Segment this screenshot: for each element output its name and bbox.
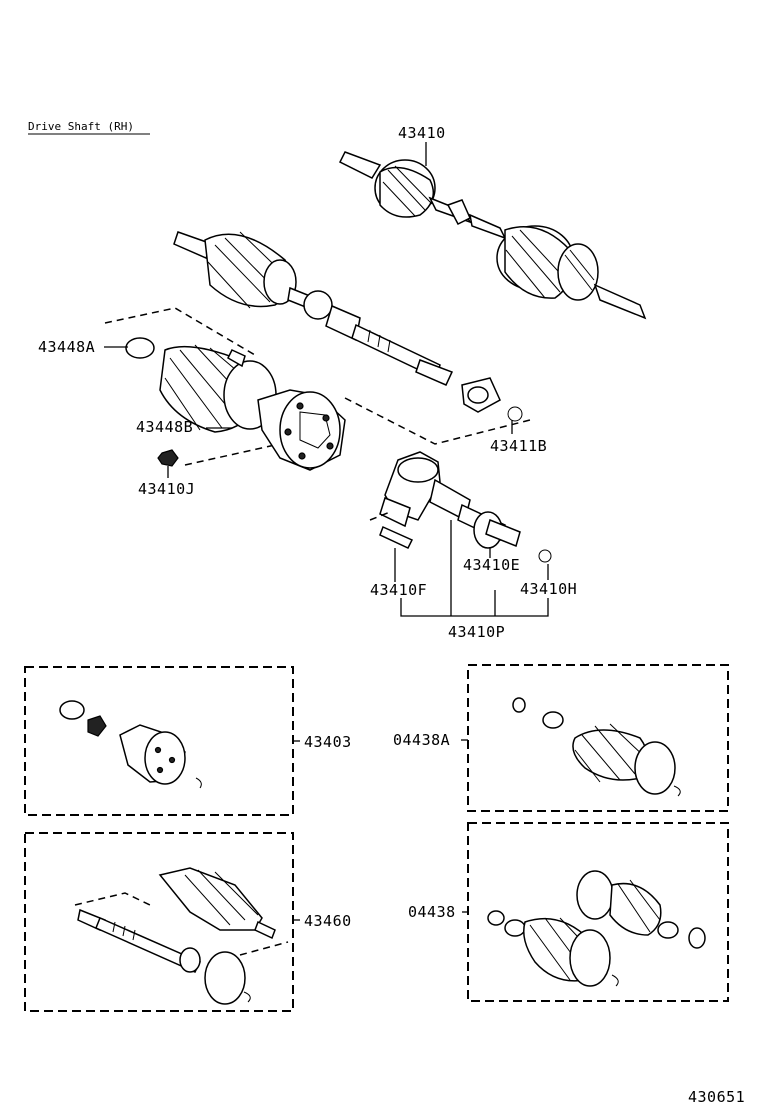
nut-43410j <box>157 449 179 478</box>
callout-43460: 43460 <box>304 912 352 930</box>
inboard-joint-43410j <box>461 377 523 422</box>
bracket-43410p <box>400 598 549 617</box>
exploded-group-bracket <box>104 307 531 445</box>
callout-43448a: 43448A <box>38 338 95 356</box>
drive-shaft-outboard-43410 <box>173 231 454 386</box>
callout-04438a: 04438A <box>393 731 450 749</box>
callout-43403: 43403 <box>304 733 352 751</box>
figure-id: 430651 <box>688 1088 745 1106</box>
kit-frame-04438a <box>467 664 729 812</box>
kit-frame-43460 <box>24 832 294 1012</box>
shaft-kit-43460 <box>74 867 289 1005</box>
callout-43410h: 43410H <box>520 580 577 598</box>
callout-04438: 04438 <box>408 903 456 921</box>
outer-joint-kit-43403 <box>59 700 202 789</box>
boot-kit-04438a <box>512 697 681 797</box>
callout-43411b: 43411B <box>490 437 547 455</box>
callout-43448b: 43448B <box>136 418 193 436</box>
callout-43410e: 43410E <box>463 556 520 574</box>
drive-shaft-assembly-43410 <box>338 142 647 320</box>
callout-43410p: 43410P <box>448 623 505 641</box>
boot-kit-04438 <box>487 870 706 987</box>
callout-43410j: 43410J <box>138 480 195 498</box>
callout-43410f: 43410F <box>370 581 427 599</box>
diagram-title: Drive Shaft (RH) <box>28 120 134 133</box>
center-shaft-43410p <box>369 451 552 563</box>
callout-43410: 43410 <box>398 124 446 142</box>
housing-outer-race <box>257 389 346 471</box>
